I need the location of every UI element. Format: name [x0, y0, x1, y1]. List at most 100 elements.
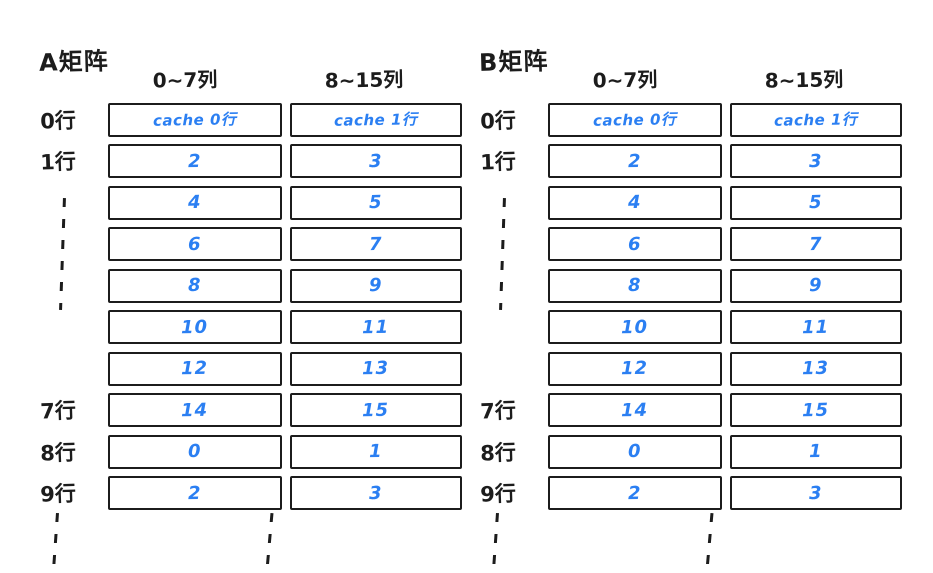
cell-value: 10: [181, 316, 209, 338]
matrix-row: 1行 2 3: [455, 141, 917, 183]
matrix-cell: 2: [108, 144, 282, 178]
matrix-cell: 15: [730, 393, 902, 427]
row-label: 1行: [479, 149, 517, 175]
row-label: [455, 326, 541, 329]
cell-value: cache 0行: [593, 110, 677, 130]
row-label: 0行: [479, 108, 517, 134]
column-header-0-7: 0~7列: [592, 67, 658, 93]
continuation-dashed-line-right: [265, 512, 274, 571]
cell-value: 11: [362, 316, 390, 338]
row-label: 7行: [479, 398, 517, 424]
matrix-cell: 10: [548, 310, 722, 344]
row-label: [455, 284, 541, 287]
matrix-cell: 9: [730, 268, 902, 303]
cell-value: 0: [188, 440, 202, 463]
row-label: [455, 201, 541, 204]
matrix-row: 10 11: [15, 307, 477, 349]
matrix-cell: 4: [548, 185, 722, 220]
matrix-row: 0行 cache 0行 cache 1行: [455, 99, 917, 141]
cell-value: 14: [181, 399, 209, 421]
cell-value: 12: [621, 357, 649, 380]
row-label: [15, 367, 101, 370]
cell-value: 9: [809, 274, 823, 297]
matrix-cell: 1: [290, 434, 462, 469]
cell-value: 13: [802, 357, 830, 380]
matrix-cell: cache 0行: [548, 102, 722, 137]
matrix-cell: 2: [108, 476, 282, 510]
matrix-row: 7行 14 15: [15, 390, 477, 432]
matrix-cell: cache 1行: [730, 102, 902, 137]
row-label: 9行: [479, 481, 517, 507]
cell-value: 15: [362, 399, 390, 421]
matrix-cell: 5: [730, 185, 902, 220]
row-label: 9行: [39, 481, 77, 507]
cell-value: 15: [802, 399, 830, 421]
cell-value: 0: [628, 440, 642, 463]
matrix-cell: 5: [290, 185, 462, 220]
matrix-cell: 12: [108, 351, 282, 386]
matrix-cell: 7: [290, 227, 462, 261]
matrix-row: 10 11: [455, 307, 917, 349]
row-label: 7行: [39, 398, 77, 424]
continuation-dashed-line-left: [492, 512, 499, 571]
cell-value: 5: [369, 191, 383, 214]
cell-value: 12: [181, 357, 209, 380]
cell-value: cache 1行: [334, 110, 418, 130]
matrix-cell: 12: [548, 351, 722, 386]
row-label: [455, 367, 541, 370]
cell-value: 6: [188, 233, 202, 255]
cell-value: 1: [809, 440, 823, 463]
matrix-cell: 3: [290, 476, 462, 510]
matrix-cell: 2: [548, 144, 722, 178]
matrix-cell: 3: [730, 144, 902, 178]
matrix-row: 12 13: [455, 348, 917, 390]
cell-value: cache 1行: [774, 110, 858, 130]
row-label: [15, 201, 101, 204]
matrix-cell: 13: [290, 351, 462, 386]
matrix-cell: 6: [548, 227, 722, 261]
cell-value: 3: [809, 150, 823, 172]
cell-value: 5: [809, 191, 823, 214]
cell-value: 3: [809, 482, 823, 504]
column-header-8-15: 8~15列: [764, 67, 844, 93]
row-label: [455, 243, 541, 246]
matrix-cell: 4: [108, 185, 282, 220]
matrix-cell: 14: [108, 393, 282, 427]
matrix-cell: 0: [548, 434, 722, 469]
cell-value: 9: [369, 274, 383, 297]
matrix-cell: 11: [730, 310, 902, 344]
cell-value: 1: [369, 440, 383, 463]
row-label: 1行: [39, 149, 77, 175]
cell-value: 14: [621, 399, 649, 421]
column-header-0-7: 0~7列: [152, 67, 218, 93]
cell-value: 11: [802, 316, 830, 338]
cell-value: 7: [369, 233, 383, 255]
matrix-cell: 8: [108, 268, 282, 303]
cell-value: 2: [628, 150, 642, 172]
continuation-dashed-line-right: [705, 512, 714, 571]
row-label: [15, 326, 101, 329]
matrix-cell: 6: [108, 227, 282, 261]
cell-value: 10: [621, 316, 649, 338]
matrix-cell: 3: [730, 476, 902, 510]
matrix-cell: 11: [290, 310, 462, 344]
matrix-cell: 15: [290, 393, 462, 427]
row-label: 8行: [39, 440, 77, 466]
matrix-row: 8行 0 1: [15, 431, 477, 473]
matrix-cell: 13: [730, 351, 902, 386]
matrix-cell: cache 0行: [108, 102, 282, 137]
cell-value: 4: [628, 191, 642, 214]
cell-value: 13: [362, 357, 390, 380]
